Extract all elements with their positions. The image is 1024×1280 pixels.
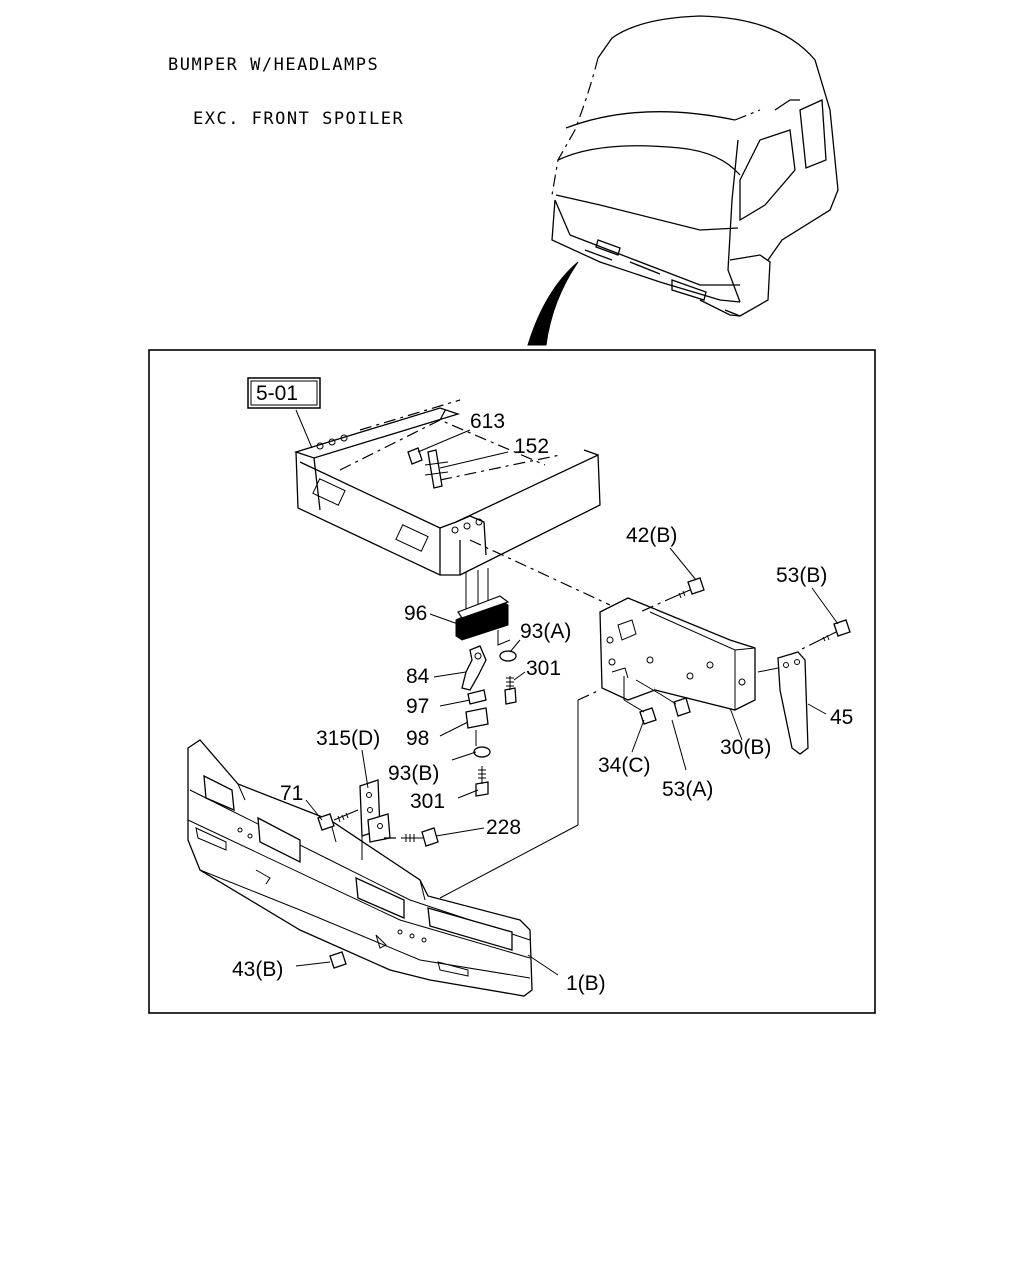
leader-lines bbox=[295, 409, 839, 976]
callout-98: 98 bbox=[406, 727, 429, 750]
callout-301-lower: 301 bbox=[410, 790, 445, 813]
title-line-1: BUMPER W/HEADLAMPS bbox=[168, 55, 380, 75]
callout-45: 45 bbox=[830, 706, 853, 729]
reference-box bbox=[247, 377, 321, 409]
chassis-frame bbox=[293, 399, 611, 606]
bumper-bracket-30B bbox=[599, 577, 756, 725]
callout-93A: 93(A) bbox=[520, 620, 571, 643]
front-bumper-1B bbox=[187, 689, 601, 997]
reference-5-01: 5-01 bbox=[256, 382, 298, 405]
callout-84: 84 bbox=[406, 665, 430, 688]
callout-71: 71 bbox=[280, 782, 303, 805]
title-line-2: EXC. FRONT SPOILER bbox=[193, 109, 405, 129]
callout-1B: 1(B) bbox=[566, 972, 606, 995]
diagram-title: BUMPER W/HEADLAMPS EXC. FRONT SPOILER bbox=[168, 20, 404, 146]
callout-43B: 43(B) bbox=[232, 958, 283, 981]
callout-152: 152 bbox=[514, 435, 549, 458]
callout-315D: 315(D) bbox=[316, 727, 380, 750]
callout-96: 96 bbox=[404, 602, 427, 625]
callout-97: 97 bbox=[406, 695, 429, 718]
callout-301-upper: 301 bbox=[526, 657, 561, 680]
callout-30B: 30(B) bbox=[720, 736, 771, 759]
callout-34C: 34(C) bbox=[598, 754, 651, 777]
callout-93B: 93(B) bbox=[388, 762, 439, 785]
detail-frame bbox=[148, 349, 876, 1014]
tow-hook-assembly bbox=[455, 568, 517, 797]
callout-53A: 53(A) bbox=[662, 778, 713, 801]
nut-43B bbox=[329, 951, 347, 969]
stay-45 bbox=[757, 619, 851, 755]
callout-53B: 53(B) bbox=[776, 564, 827, 587]
callout-228: 228 bbox=[486, 816, 521, 839]
callout-613: 613 bbox=[470, 410, 505, 433]
truck-cab-illustration bbox=[527, 15, 839, 346]
bracket-315D bbox=[317, 779, 439, 860]
callout-42B: 42(B) bbox=[626, 524, 677, 547]
